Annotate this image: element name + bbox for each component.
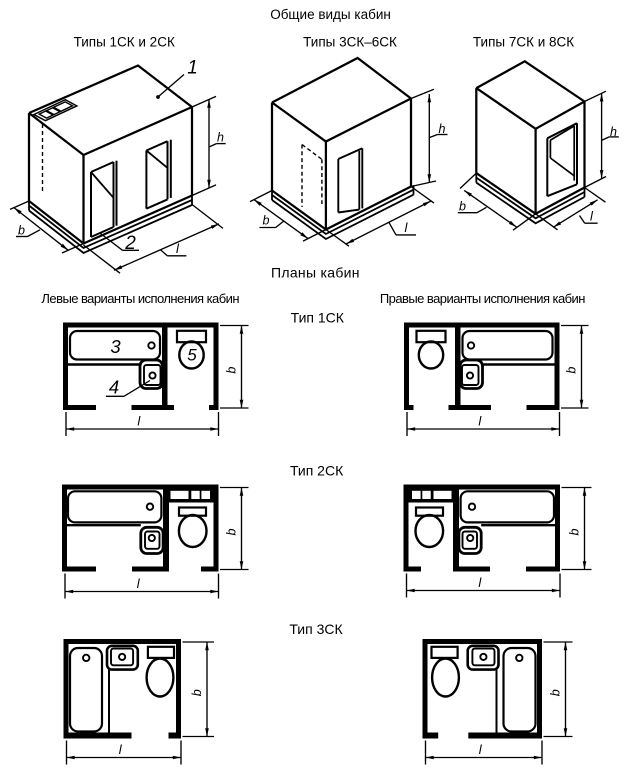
svg-text:b: b (18, 224, 25, 238)
svg-text:2: 2 (124, 233, 136, 254)
svg-text:l: l (478, 414, 482, 429)
svg-text:l: l (479, 742, 483, 757)
svg-text:l: l (137, 576, 141, 591)
svg-text:Тип 3СК: Тип 3СК (289, 621, 343, 637)
svg-text:Типы 3СК–6СК: Типы 3СК–6СК (303, 34, 397, 49)
svg-text:h: h (217, 131, 224, 145)
svg-text:l: l (405, 220, 409, 235)
svg-text:l: l (590, 209, 594, 224)
svg-text:5: 5 (187, 346, 197, 365)
svg-text:l: l (119, 742, 123, 757)
svg-text:h: h (610, 125, 617, 139)
svg-text:Правые варианты исполнения каб: Правые варианты исполнения кабин (380, 291, 585, 306)
svg-text:h: h (439, 122, 446, 136)
svg-text:4: 4 (109, 377, 119, 398)
svg-text:l: l (137, 414, 141, 429)
svg-text:b: b (190, 689, 204, 696)
svg-text:l: l (176, 241, 180, 256)
svg-text:b: b (568, 528, 582, 535)
svg-text:Планы кабин: Планы кабин (271, 264, 360, 280)
svg-text:b: b (549, 689, 563, 696)
svg-text:Левые варианты исполнения каби: Левые варианты исполнения кабин (41, 291, 239, 306)
svg-text:Типы 1СК и 2СК: Типы 1СК и 2СК (74, 34, 175, 49)
svg-text:b: b (263, 214, 270, 228)
svg-text:1: 1 (187, 57, 198, 78)
svg-text:Тип 2СК: Тип 2СК (290, 463, 344, 479)
svg-text:3: 3 (110, 336, 121, 357)
svg-text:l: l (478, 575, 482, 590)
svg-text:Общие виды кабин: Общие виды кабин (270, 7, 391, 22)
svg-text:b: b (225, 528, 239, 535)
svg-text:b: b (225, 367, 239, 374)
svg-text:Тип 1СК: Тип 1СК (291, 309, 345, 325)
svg-text:b: b (459, 200, 466, 214)
svg-text:Типы 7СК и 8СК: Типы 7СК и 8СК (473, 34, 574, 49)
svg-text:b: b (565, 367, 579, 374)
